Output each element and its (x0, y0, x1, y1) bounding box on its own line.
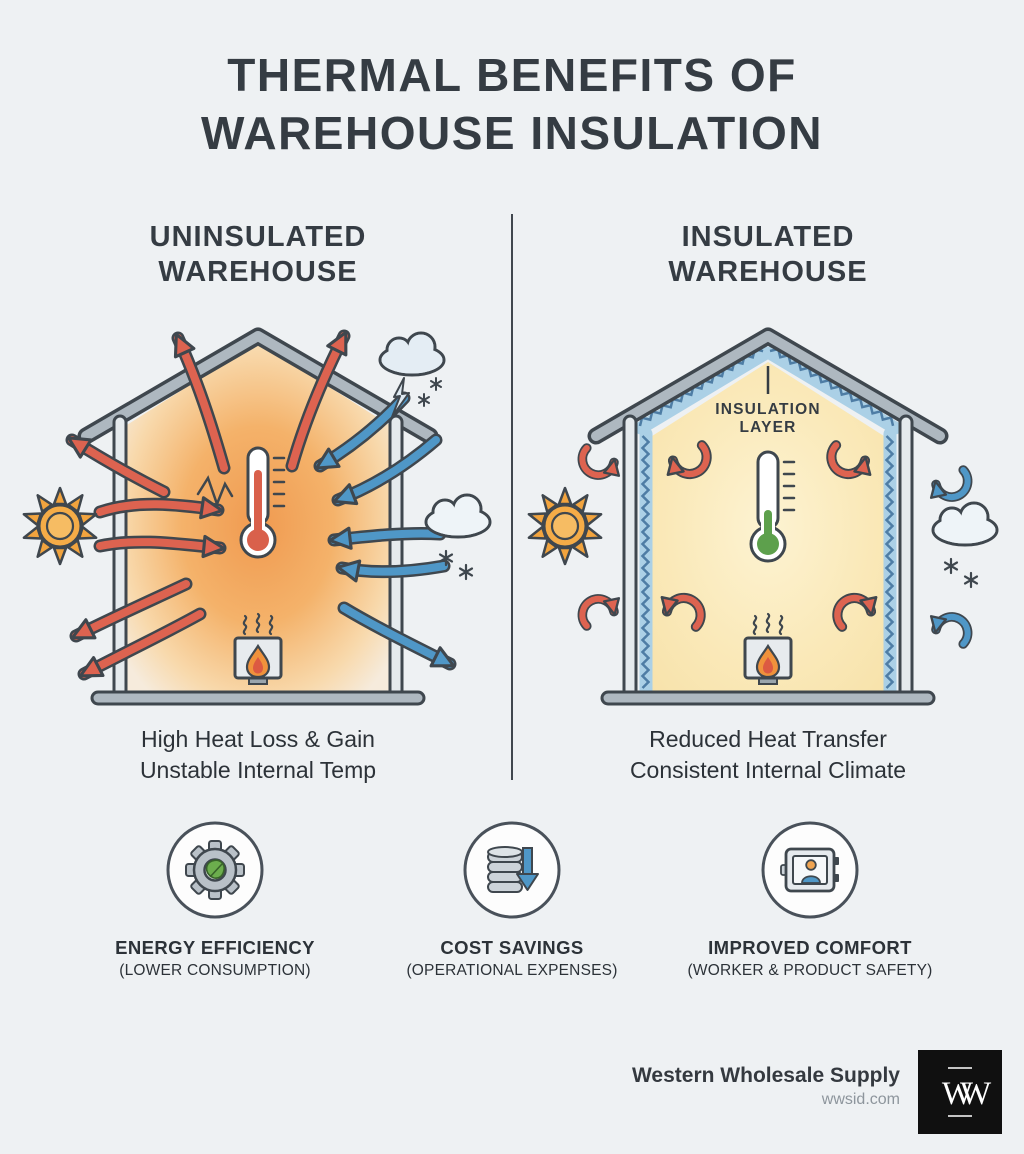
down-arrow-icon (516, 847, 539, 891)
cold-deflection-arrow (936, 617, 968, 644)
thermometer-icon (196, 446, 286, 559)
gear-leaf-icon (166, 821, 264, 919)
heat-deflection-arrow (582, 599, 614, 626)
benefit-subtitle: (LOWER CONSUMPTION) (119, 962, 311, 979)
brand-name: Western Wholesale Supply (631, 1064, 900, 1087)
benefit-title: COST SAVINGS (440, 937, 584, 958)
heat-deflection-arrow (582, 448, 614, 475)
sun-rays (22, 486, 98, 566)
cold-arrow (337, 601, 457, 671)
safe-person-icon (761, 821, 859, 919)
lightning-icon (391, 377, 410, 418)
sun-rays (527, 486, 603, 566)
cold-arrow (331, 433, 443, 507)
sun-icon (22, 486, 98, 566)
snowflake-icon (438, 549, 454, 567)
thermometer-fluid (764, 510, 772, 540)
benefit-subtitle: (WORKER & PRODUCT SAFETY) (687, 962, 933, 979)
cold-arrow (327, 526, 447, 550)
logo-monogram-text: WW (942, 1076, 992, 1112)
benefit-title: IMPROVED COMFORT (708, 937, 912, 958)
benefit-improved-comfort: IMPROVED COMFORT (WORKER & PRODUCT SAFET… (650, 820, 970, 980)
uninsulated-caption-line1: High Heat Loss & Gain (141, 726, 375, 752)
uninsulated-caption-line2: Unstable Internal Temp (139, 757, 377, 783)
insulation-layer-band (634, 344, 902, 699)
uninsulated-heading: UNINSULATED WAREHOUSE (8, 220, 508, 290)
heat-loss-gain-arrows (65, 329, 351, 681)
storm-cloud-icon (378, 331, 446, 418)
person-icon (801, 859, 821, 884)
snowflake-icon (943, 557, 959, 575)
heat-arrow (93, 496, 225, 520)
insulated-warehouse-illustration: INSULATION LAYER (527, 327, 999, 706)
snowflake-icon (458, 563, 474, 581)
heat-arrow (77, 607, 207, 681)
insulation-label-line2: LAYER (739, 419, 796, 436)
coin-stack-down-arrow-icon (463, 821, 561, 919)
snowflake-icon (963, 571, 979, 589)
insulated-caption-line2: Consistent Internal Climate (629, 757, 907, 783)
thermometer-fluid (254, 470, 262, 534)
column-divider (511, 214, 513, 780)
heat-arrow (171, 331, 231, 475)
warehouse-structure (587, 327, 949, 706)
benefit-cost-savings: COST SAVINGS (OPERATIONAL EXPENSES) (352, 820, 672, 980)
snowflake-icon (418, 393, 430, 407)
cold-deflection-arrow (936, 470, 968, 497)
snowflake-icon (430, 377, 442, 391)
coin-stack-icon (487, 846, 523, 893)
benefit-subtitle: (OPERATIONAL EXPENSES) (406, 962, 618, 979)
insulation-label: INSULATION LAYER (715, 366, 821, 436)
insulated-heading-line2: WAREHOUSE (668, 256, 868, 288)
uninsulated-warehouse-illustration (22, 327, 492, 706)
brand-website: wwsid.com (821, 1091, 900, 1108)
snow-cloud-icon (424, 493, 492, 581)
brand-logo: WW (918, 1050, 1005, 1134)
benefit-energy-efficiency: ENERGY EFFICIENCY (LOWER CONSUMPTION) (65, 820, 365, 980)
heat-arrow (285, 329, 351, 473)
footer: Western Wholesale Supply wwsid.com (632, 1064, 900, 1109)
insulated-caption: Reduced Heat Transfer Consistent Interna… (518, 724, 1018, 786)
cold-deflection-arrows (936, 470, 968, 644)
page-title-line2: WAREHOUSE INSULATION (200, 107, 824, 159)
thermometer-icon (749, 450, 796, 563)
brand-logo-monogram: WW (942, 1067, 1005, 1117)
insulation-label-line1: INSULATION (715, 401, 821, 418)
cold-arrow (335, 559, 451, 583)
sun-icon (527, 486, 603, 566)
uninsulated-caption: High Heat Loss & Gain Unstable Internal … (8, 724, 508, 786)
benefit-title: ENERGY EFFICIENCY (115, 937, 315, 958)
page-title-line1: THERMAL BENEFITS OF (227, 49, 797, 101)
heat-arrow (65, 433, 171, 499)
leaf-icon (205, 859, 225, 879)
heat-arrow (93, 534, 227, 559)
insulated-heading-line1: INSULATED (681, 221, 855, 253)
uninsulated-heading-line1: UNINSULATED (149, 221, 367, 253)
page-title: THERMAL BENEFITS OF WAREHOUSE INSULATION (0, 46, 1024, 162)
uninsulated-heading-line2: WAREHOUSE (158, 256, 358, 288)
insulated-heading: INSULATED WAREHOUSE (518, 220, 1018, 290)
insulated-caption-line1: Reduced Heat Transfer (649, 726, 887, 752)
heat-arrow (69, 577, 193, 643)
snow-cloud-icon (931, 501, 999, 589)
heater-icon (233, 612, 283, 685)
heater-icon (743, 612, 793, 685)
